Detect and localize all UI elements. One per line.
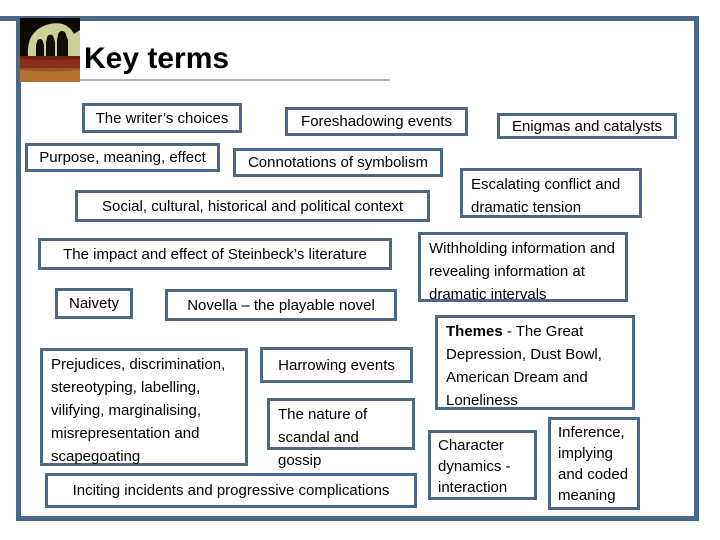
- themes-bold-word: Themes: [446, 323, 503, 340]
- term-label: Inference, implying and coded meaning: [558, 424, 629, 504]
- term-label: Harrowing events: [278, 356, 395, 374]
- term-label: Social, cultural, historical and politic…: [102, 197, 403, 215]
- term-box-purpose-meaning-effect: Purpose, meaning, effect: [25, 143, 220, 172]
- term-label: Escalating conflict and dramatic tension: [471, 176, 621, 216]
- term-label: Foreshadowing events: [301, 113, 452, 130]
- term-box-connotations-symbolism: Connotations of symbolism: [233, 148, 443, 177]
- term-label: Naivety: [68, 295, 120, 312]
- term-box-steinbeck-impact: The impact and effect of Steinbeck’s lit…: [38, 238, 392, 270]
- term-label: The nature of scandal and gossip: [278, 406, 368, 469]
- term-label: Enigmas and catalysts: [511, 117, 663, 135]
- term-box-character-dynamics: Character dynamics - interaction: [428, 430, 537, 500]
- term-box-escalating-conflict: Escalating conflict and dramatic tension: [460, 168, 642, 218]
- term-label: Prejudices, discrimination, stereotyping…: [51, 356, 226, 465]
- term-box-foreshadowing-events: Foreshadowing events: [285, 107, 468, 136]
- term-label: Inciting incidents and progressive compl…: [72, 482, 390, 499]
- term-label: Novella – the playable novel: [187, 296, 375, 314]
- term-label: Purpose, meaning, effect: [39, 149, 206, 166]
- frame-top-line: [0, 16, 699, 21]
- term-label: The writer’s choices: [95, 109, 229, 127]
- term-label: Connotations of symbolism: [247, 154, 429, 171]
- term-label: Withholding information and revealing in…: [429, 240, 615, 303]
- term-box-withholding-information: Withholding information and revealing in…: [418, 232, 628, 303]
- term-box-writers-choices: The writer’s choices: [82, 103, 242, 133]
- term-box-enigmas-catalysts: Enigmas and catalysts: [497, 113, 677, 139]
- frame-left-line: [16, 16, 21, 521]
- page-title: Key terms: [84, 42, 230, 75]
- term-label: Themes - The Great Depression, Dust Bowl…: [446, 320, 624, 412]
- themes-rest-text: - The Great Depression, Dust Bowl, Ameri…: [446, 323, 602, 409]
- term-box-inciting-incidents: Inciting incidents and progressive compl…: [45, 473, 417, 508]
- term-box-scandal-gossip: The nature of scandal and gossip: [267, 398, 415, 469]
- term-box-prejudices: Prejudices, discrimination, stereotyping…: [40, 348, 248, 466]
- frame-bottom-line: [18, 516, 699, 521]
- term-box-novella: Novella – the playable novel: [165, 289, 397, 321]
- title-underline: [22, 79, 390, 81]
- term-box-themes: Themes - The Great Depression, Dust Bowl…: [435, 315, 635, 410]
- term-label: Character dynamics - interaction: [438, 437, 511, 496]
- term-box-social-cultural-context: Social, cultural, historical and politic…: [75, 190, 430, 222]
- frame-right-line: [694, 16, 699, 521]
- term-box-naivety: Naivety: [55, 288, 133, 319]
- steinbeck-artwork-icon: [20, 18, 80, 82]
- term-box-harrowing-events: Harrowing events: [260, 347, 413, 383]
- term-box-inference: Inference, implying and coded meaning: [548, 417, 640, 510]
- term-label: The impact and effect of Steinbeck’s lit…: [63, 245, 367, 263]
